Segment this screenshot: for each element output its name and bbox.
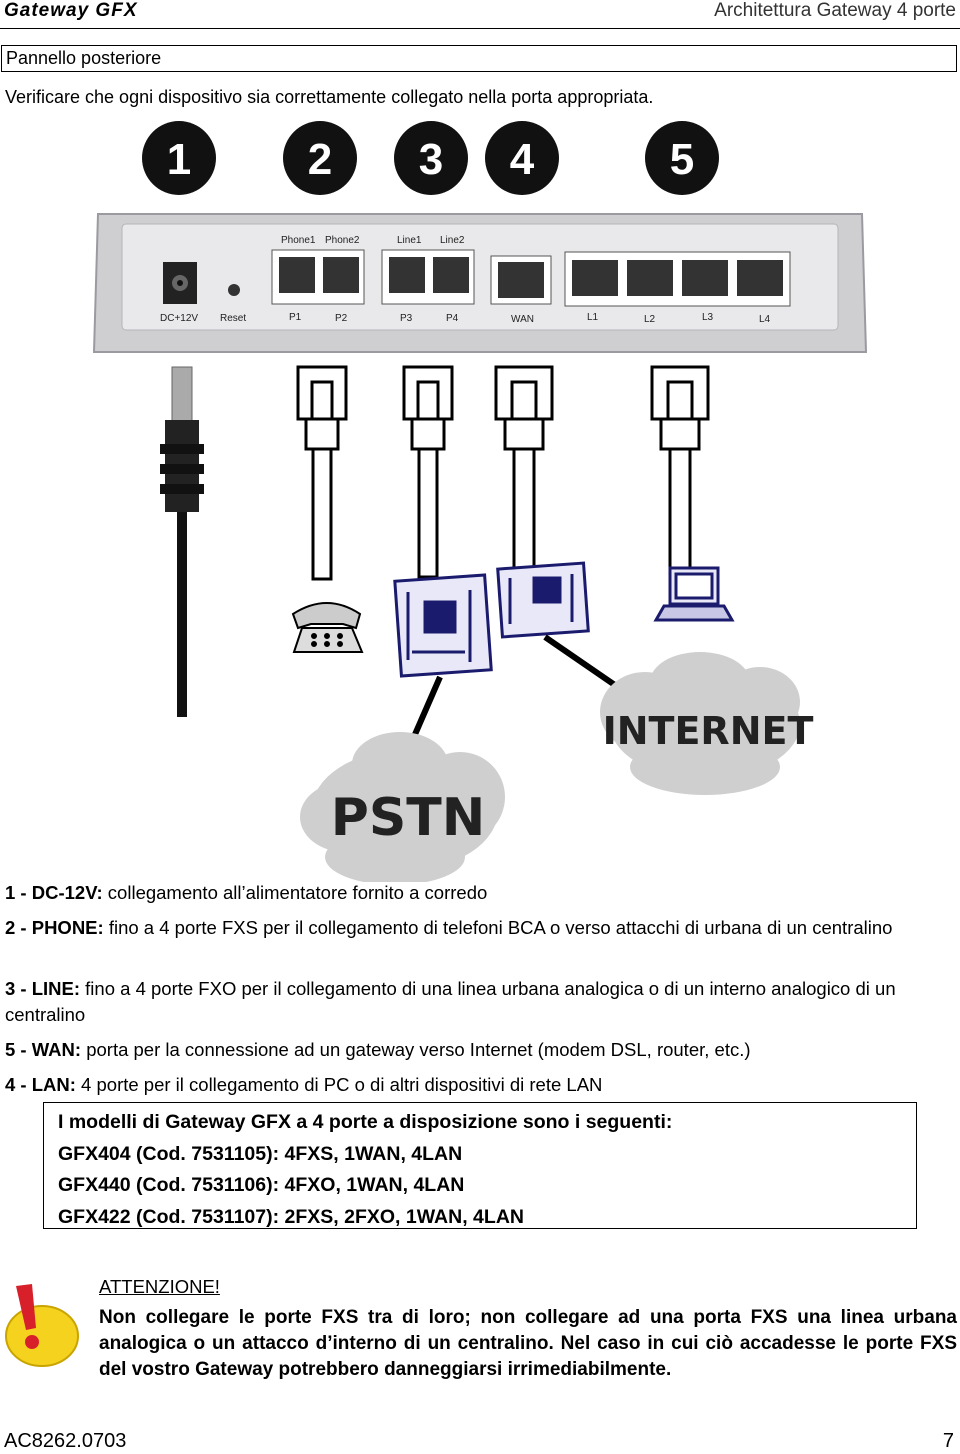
line-cable bbox=[402, 365, 454, 579]
warning-title: ATTENZIONE! bbox=[99, 1276, 220, 1297]
label-p2: P2 bbox=[335, 313, 348, 324]
brand-title: Gateway GFX bbox=[4, 0, 138, 21]
modem-board-icon bbox=[393, 573, 493, 678]
label-l4: L4 bbox=[759, 314, 771, 325]
label-dc12v: DC+12V bbox=[160, 313, 198, 324]
rj-cables bbox=[296, 365, 710, 581]
description-wan: 5 - WAN: porta per la connessione ad un … bbox=[5, 1039, 751, 1060]
power-cable bbox=[160, 366, 204, 717]
svg-text:3: 3 bbox=[419, 135, 443, 184]
svg-text:1: 1 bbox=[167, 135, 191, 184]
description-line: 3 - LINE: fino a 4 porte FXO per il coll… bbox=[5, 978, 896, 1025]
models-title: I modelli di Gateway GFX a 4 porte a dis… bbox=[58, 1111, 673, 1133]
lan-cable bbox=[650, 365, 710, 574]
callout-5: 5 bbox=[645, 121, 719, 195]
pstn-cloud: PSTN bbox=[300, 732, 505, 882]
description-dc12v: 1 - DC-12V: collegamento all’alimentator… bbox=[5, 882, 488, 903]
internet-link bbox=[543, 634, 627, 695]
label-l1: L1 bbox=[587, 312, 599, 323]
models-box: I modelli di Gateway GFX a 4 porte a dis… bbox=[43, 1102, 917, 1229]
intro-text: Verificare che ogni dispositivo sia corr… bbox=[5, 87, 654, 107]
label-l2: L2 bbox=[644, 314, 656, 325]
warning-text: Non collegare le porte FXS tra di loro; … bbox=[99, 1307, 957, 1380]
wan-cable bbox=[494, 365, 554, 574]
label-p4: P4 bbox=[446, 313, 459, 324]
warning-icon bbox=[5, 1284, 79, 1367]
callout-2: 2 bbox=[283, 121, 357, 195]
label-l3: L3 bbox=[702, 312, 714, 323]
label-line1: Line1 bbox=[397, 235, 422, 246]
callout-4: 4 bbox=[485, 121, 559, 195]
internet-cloud: INTERNET bbox=[600, 652, 813, 795]
label-reset: Reset bbox=[220, 313, 246, 324]
description-lan: 4 - LAN: 4 porte per il collegamento di … bbox=[5, 1074, 603, 1095]
model-item: GFX440 (Cod. 7531106): 4FXO, 1WAN, 4LAN bbox=[58, 1174, 465, 1196]
phone-cable bbox=[296, 365, 348, 581]
header-divider bbox=[0, 28, 960, 29]
section-title: Pannello posteriore bbox=[1, 45, 957, 72]
label-phone2: Phone2 bbox=[325, 235, 360, 246]
svg-text:4: 4 bbox=[510, 135, 535, 184]
model-item: GFX422 (Cod. 7531107): 2FXS, 2FXO, 1WAN,… bbox=[58, 1205, 524, 1228]
label-line2: Line2 bbox=[440, 235, 465, 246]
svg-text:2: 2 bbox=[308, 135, 332, 184]
svg-text:5: 5 bbox=[670, 135, 694, 184]
back-panel-diagram: 1 2 3 4 5 bbox=[92, 121, 868, 882]
callout-1: 1 bbox=[142, 121, 216, 195]
telephone-icon bbox=[291, 602, 364, 653]
description-phone: 2 - PHONE: fino a 4 porte FXS per il col… bbox=[5, 917, 893, 938]
label-p3: P3 bbox=[400, 313, 413, 324]
label-phone1: Phone1 bbox=[281, 235, 316, 246]
label-wan: WAN bbox=[511, 314, 534, 325]
svg-text:INTERNET: INTERNET bbox=[603, 709, 814, 753]
section-header: Architettura Gateway 4 porte bbox=[714, 0, 956, 21]
callout-3: 3 bbox=[394, 121, 468, 195]
model-item: GFX404 (Cod. 7531105): 4FXS, 1WAN, 4LAN bbox=[58, 1142, 463, 1165]
svg-text:PSTN: PSTN bbox=[331, 788, 486, 848]
document-code: AC8262.0703 bbox=[4, 1430, 127, 1452]
modem-board-icon bbox=[496, 561, 590, 639]
device-back-panel bbox=[92, 213, 868, 353]
page-number: 7 bbox=[942, 1430, 954, 1452]
computer-icon bbox=[653, 566, 735, 622]
label-p1: P1 bbox=[289, 312, 302, 323]
